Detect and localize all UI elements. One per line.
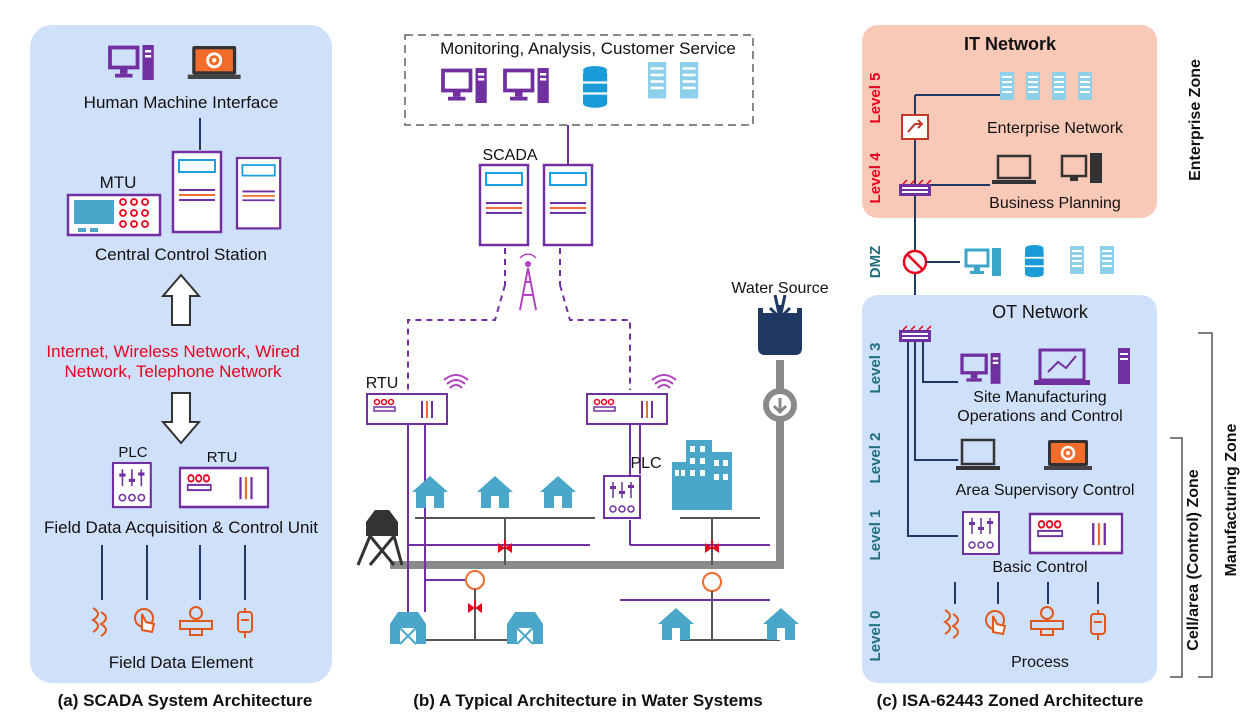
level1-label: Level 1 (867, 510, 884, 561)
plc-label-a: PLC (118, 444, 147, 461)
server-icon-c3 (1052, 72, 1066, 100)
field-links-a (101, 545, 246, 600)
caption-c: (c) ISA-62443 Zoned Architecture (877, 691, 1144, 710)
field-links-c (954, 582, 1099, 604)
scada-server-icon-2 (542, 163, 594, 247)
rtu-label-a: RTU (207, 449, 238, 466)
rtu-icon-c (1028, 512, 1124, 555)
server-icon-b1 (648, 62, 667, 99)
water-pipe (390, 360, 784, 569)
monitoring-box (404, 34, 754, 126)
router-icon (901, 114, 929, 140)
level2-label: Level 2 (867, 433, 884, 484)
server-icon-c2 (1026, 72, 1040, 100)
radio-links (407, 248, 631, 390)
pc-icon-c (1060, 153, 1102, 183)
monitor-icon-b2 (503, 66, 551, 105)
wifi-icon-b2 (651, 374, 677, 389)
antenna-tower-icon (519, 253, 537, 311)
business-planning-label: Business Planning (989, 195, 1121, 212)
house-icon-5 (763, 608, 799, 640)
house-icon-1 (412, 476, 448, 508)
flow-meter-icon-1 (465, 570, 485, 590)
ot-network-zone (862, 295, 1157, 683)
level4-label: Level 4 (867, 152, 884, 204)
flow-meter-icon-2 (702, 572, 722, 592)
rtu-label-b: RTU (366, 375, 399, 392)
arrow-down-icon (160, 392, 202, 445)
site-mfg-label-2: Operations and Control (957, 408, 1122, 425)
process-label: Process (1011, 654, 1069, 671)
server-icon-c1 (1000, 72, 1014, 100)
laptop-icon-c (992, 154, 1036, 184)
level5-label: Level 5 (867, 73, 884, 124)
water-source-label: Water Source (731, 280, 828, 297)
wifi-icon-b1 (443, 374, 469, 389)
caption-a: (a) SCADA System Architecture (58, 691, 313, 710)
it-network-title: IT Network (964, 34, 1057, 54)
dmz-label: DMZ (867, 246, 884, 279)
level3-label: Level 3 (867, 343, 884, 394)
cell-zone-bracket (1170, 437, 1183, 678)
enterprise-zone-label: Enterprise Zone (1187, 59, 1204, 181)
plc-icon-b (603, 475, 641, 519)
area-supervisory-label: Area Supervisory Control (956, 482, 1135, 499)
laptop-gear-icon (186, 44, 242, 81)
plc-icon-c (962, 511, 1000, 555)
central-station-label: Central Control Station (95, 245, 267, 264)
manufacturing-zone-label: Manufacturing Zone (1223, 423, 1240, 576)
faucet-icon (758, 294, 802, 355)
ot-links (907, 342, 958, 537)
house-icon-3 (540, 476, 576, 508)
field-element-label: Field Data Element (109, 653, 254, 672)
server-tower-icon-2 (235, 156, 282, 230)
tower-pc-icon (1118, 348, 1130, 384)
cell-zone-label: Cell/area (Control) Zone (1185, 469, 1202, 650)
rtu-icon-b1 (366, 393, 448, 425)
manufacturing-zone-bracket (1198, 332, 1213, 678)
mtu-console-icon (66, 193, 162, 237)
level0-label: Level 0 (867, 611, 884, 662)
ot-network-title: OT Network (992, 302, 1089, 322)
server-tower-icon (171, 150, 223, 234)
server-icon-b2 (680, 62, 699, 99)
rtu-icon-b2 (586, 393, 668, 425)
dmz-server-icon-2 (1100, 246, 1114, 274)
plc-icon-a (111, 461, 152, 509)
rtu-icon-a (178, 466, 270, 509)
dmz-pc-icon (964, 246, 1003, 278)
house-icon-4 (658, 608, 694, 640)
dmz-server-icon-1 (1070, 246, 1084, 274)
barn-icon-2 (506, 611, 544, 645)
enterprise-network-label: Enterprise Network (987, 120, 1124, 137)
server-icon-c4 (1078, 72, 1092, 100)
mtu-label: MTU (100, 173, 137, 192)
field-unit-label: Field Data Acquisition & Control Unit (44, 518, 318, 537)
arrow-up-icon (160, 273, 202, 326)
scada-server-icon-1 (478, 163, 530, 247)
monitoring-label: Monitoring, Analysis, Customer Service (440, 39, 736, 58)
caption-b: (b) A Typical Architecture in Water Syst… (413, 691, 763, 710)
dmz-database-icon (1025, 245, 1044, 278)
hmi-label: Human Machine Interface (84, 93, 279, 112)
plc-label-b: PLC (630, 455, 661, 472)
firewall-icon (902, 249, 928, 275)
monitor-icon-b1 (441, 66, 489, 105)
basic-control-label: Basic Control (992, 559, 1087, 576)
network-label-line1: Internet, Wireless Network, Wired (46, 342, 299, 361)
water-tank-icon (356, 510, 404, 566)
network-label-line2: Network, Telephone Network (64, 362, 282, 381)
site-mfg-label-1: Site Manufacturing (973, 389, 1106, 406)
laptop-icon-ot (956, 438, 1000, 470)
house-icon-2 (477, 476, 513, 508)
analytics-laptop-icon (1034, 348, 1090, 385)
laptop-gear-icon-ot (1042, 438, 1094, 472)
barn-icon-1 (389, 611, 427, 645)
building-icon (672, 440, 732, 510)
database-icon (583, 66, 608, 108)
scada-label: SCADA (482, 147, 537, 164)
